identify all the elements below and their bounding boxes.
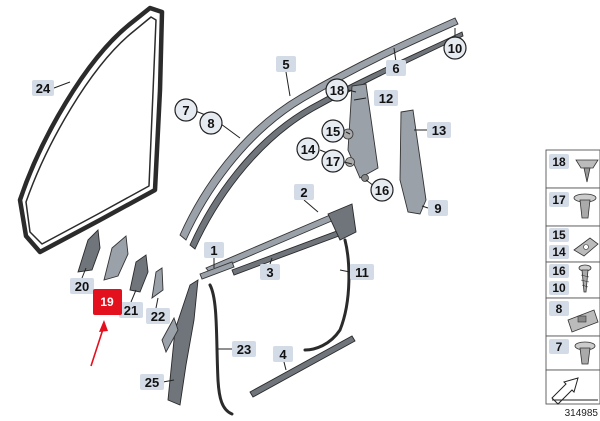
svg-text:15: 15 (326, 124, 340, 139)
legend-row-16-10[interactable]: 16 10 (545, 261, 600, 299)
callout-4[interactable]: 4 (273, 346, 293, 362)
legend-row-15-14[interactable]: 15 14 (545, 225, 600, 263)
svg-text:16: 16 (552, 264, 566, 278)
push-clip-icon (575, 159, 599, 183)
legend-row-arrow[interactable] (545, 369, 600, 405)
weatherstrip-23 (208, 283, 234, 416)
callout-13[interactable]: 13 (427, 122, 451, 138)
callout-1[interactable]: 1 (204, 242, 224, 258)
legend-column: 18 17 15 14 (545, 149, 600, 405)
svg-text:4: 4 (279, 347, 287, 362)
callout-12[interactable]: 12 (374, 90, 398, 106)
svg-text:14: 14 (301, 142, 316, 157)
clip-17 (345, 157, 355, 167)
clip-16 (361, 174, 369, 182)
callout-6[interactable]: 6 (386, 60, 406, 76)
svg-text:7: 7 (182, 103, 189, 118)
svg-text:8: 8 (207, 116, 214, 131)
mirror-trim-20 (77, 229, 101, 273)
svg-text:16: 16 (375, 183, 389, 198)
svg-text:10: 10 (552, 281, 566, 295)
corner-bracket (327, 203, 357, 241)
diagram-reference-number: 314985 (565, 408, 599, 419)
svg-text:21: 21 (124, 303, 138, 318)
svg-text:14: 14 (552, 245, 566, 259)
svg-text:18: 18 (552, 155, 566, 169)
a-pillar-trim-25 (161, 279, 199, 406)
screw-icon (578, 264, 592, 293)
callout-5[interactable]: 5 (276, 56, 296, 72)
svg-text:15: 15 (552, 228, 566, 242)
svg-text:17: 17 (552, 193, 566, 207)
callout-19-highlighted[interactable]: 19 (93, 289, 122, 315)
svg-text:23: 23 (237, 342, 251, 357)
svg-text:1: 1 (210, 243, 217, 258)
svg-text:6: 6 (392, 61, 399, 76)
legend-row-7[interactable]: 7 (545, 335, 600, 371)
callout-24[interactable]: 24 (32, 80, 54, 96)
mirror-trim-21 (129, 254, 149, 293)
callout-11[interactable]: 11 (350, 264, 374, 280)
svg-text:13: 13 (432, 123, 446, 138)
callout-25[interactable]: 25 (140, 374, 164, 390)
svg-text:3: 3 (266, 265, 273, 280)
roof-moulding-lower (189, 31, 464, 250)
callout-21[interactable]: 21 (119, 302, 143, 318)
svg-text:18: 18 (330, 83, 344, 98)
callout-17[interactable]: 17 (321, 149, 345, 173)
callout-10[interactable]: 10 (443, 36, 467, 60)
callout-14[interactable]: 14 (296, 137, 320, 161)
callout-2[interactable]: 2 (294, 184, 314, 200)
svg-text:9: 9 (434, 201, 441, 216)
legend-row-8[interactable]: 8 (545, 297, 600, 337)
svg-text:11: 11 (355, 265, 369, 280)
sill-seal-4 (249, 335, 356, 398)
callout-9[interactable]: 9 (428, 200, 448, 216)
svg-text:8: 8 (556, 302, 563, 316)
svg-text:12: 12 (379, 91, 393, 106)
callout-8[interactable]: 8 (199, 111, 223, 135)
svg-text:20: 20 (75, 279, 89, 294)
callout-18[interactable]: 18 (325, 78, 349, 102)
legend-row-17[interactable]: 17 (545, 187, 600, 227)
legend-row-18[interactable]: 18 (545, 149, 600, 189)
mirror-trim-22 (151, 267, 164, 299)
bracket-clip-icon (573, 237, 599, 257)
callout-16[interactable]: 16 (370, 178, 394, 202)
contents-arrow-icon (551, 377, 598, 405)
panel-clip-icon (567, 309, 599, 333)
trim-piece-1 (199, 261, 235, 280)
callout-22[interactable]: 22 (146, 308, 170, 324)
svg-text:22: 22 (151, 309, 165, 324)
mirror-trim-19 (103, 235, 129, 281)
expansion-rivet-icon (573, 193, 597, 219)
svg-text:24: 24 (36, 81, 51, 96)
highlight-arrow (90, 320, 108, 367)
callout-20[interactable]: 20 (70, 278, 94, 294)
svg-text:7: 7 (556, 340, 563, 354)
callout-7[interactable]: 7 (174, 98, 198, 122)
svg-text:2: 2 (300, 185, 307, 200)
svg-text:5: 5 (282, 57, 289, 72)
svg-text:10: 10 (448, 41, 462, 56)
callout-3[interactable]: 3 (260, 264, 280, 280)
callout-23[interactable]: 23 (232, 341, 256, 357)
svg-text:19: 19 (100, 295, 114, 309)
weatherstrip-11 (303, 238, 351, 352)
roof-moulding-upper (179, 17, 459, 241)
svg-text:17: 17 (326, 154, 340, 169)
callout-15[interactable]: 15 (321, 119, 345, 143)
svg-text:25: 25 (145, 375, 159, 390)
pillar-trim-13 (399, 109, 427, 215)
door-seal (17, 5, 165, 255)
mushroom-clip-icon (574, 341, 596, 365)
